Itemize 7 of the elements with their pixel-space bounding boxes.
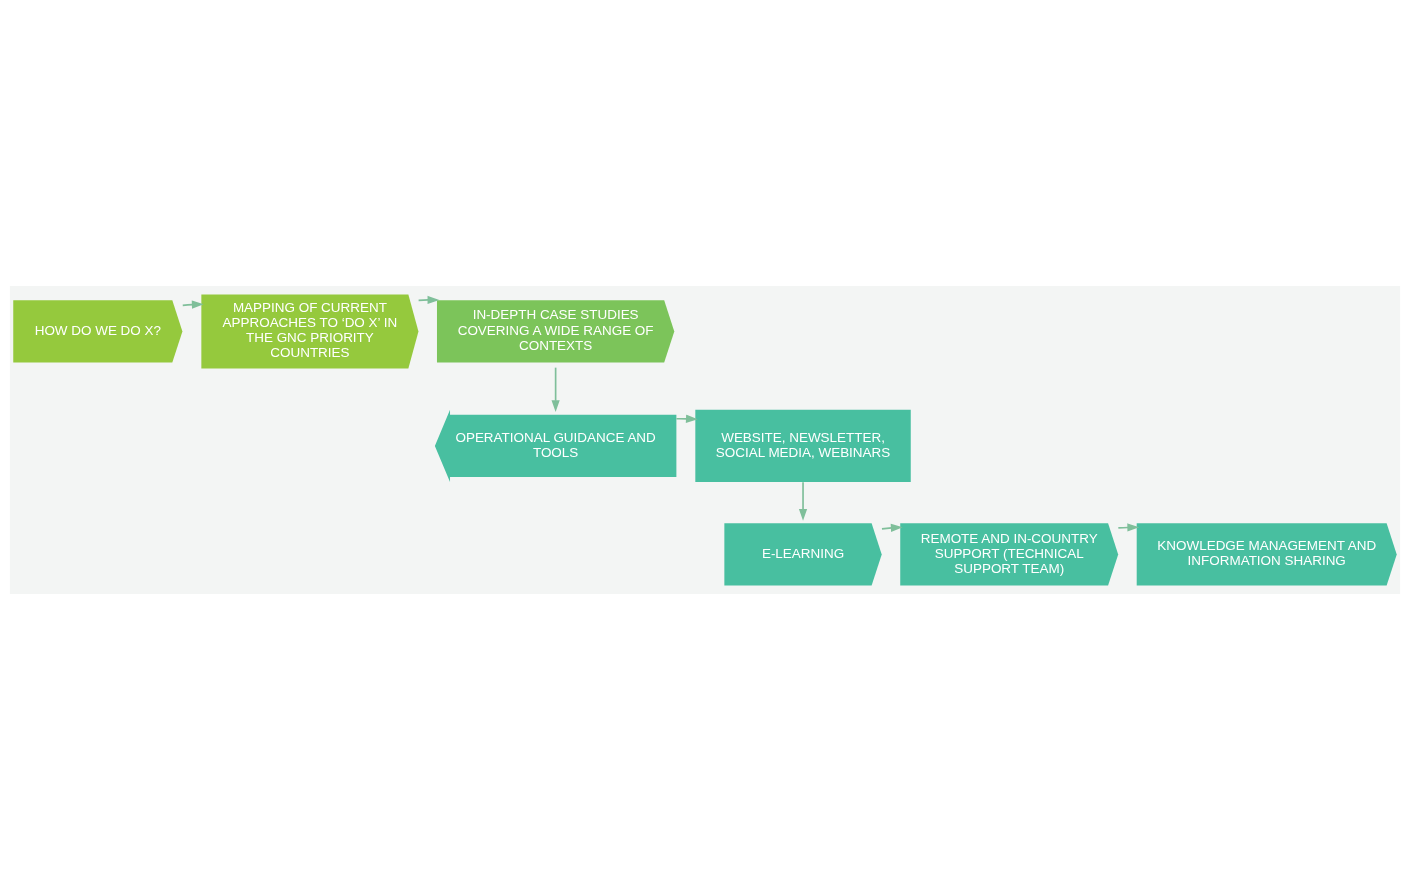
arrow xyxy=(798,481,808,521)
arrow xyxy=(181,300,204,309)
arrow xyxy=(551,366,560,412)
node-box: WEBSITE, NEWSLETTER, SOCIAL MEDIA, WEBINARS xyxy=(695,409,911,482)
arrow xyxy=(881,523,903,532)
arrow xyxy=(675,414,698,423)
arrow xyxy=(417,295,440,304)
